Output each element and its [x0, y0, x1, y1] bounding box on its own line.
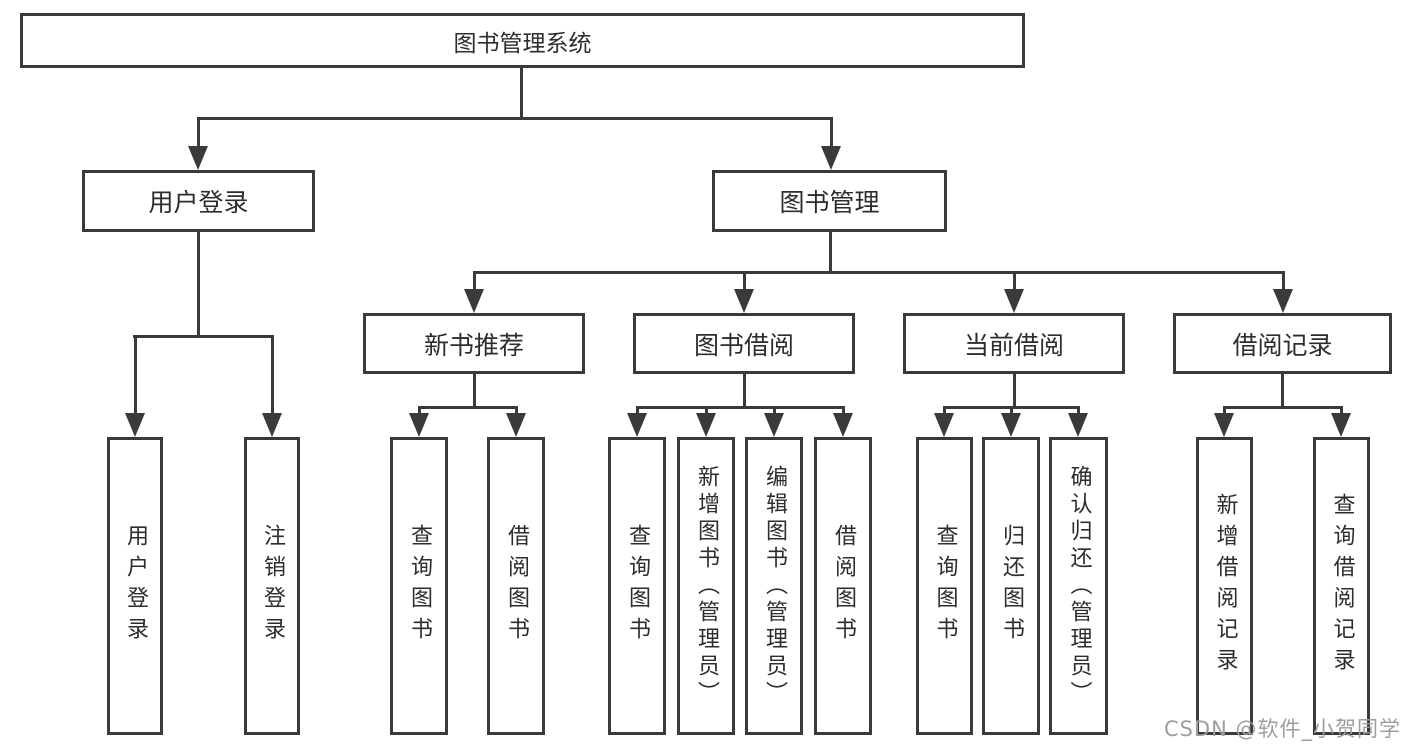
- leaf-query-borrow-record-label: 查询借阅记录: [1329, 493, 1355, 679]
- node-current-borrow-label: 当前借阅: [963, 330, 1064, 360]
- leaf-edit-book-admin-label: 编辑图书（管理员）: [762, 464, 787, 708]
- connector-drop-leaf-user-login: [134, 335, 137, 417]
- connector-drop-current-borrow: [1013, 271, 1016, 293]
- arrow-leaf-confirm-return-icon: [1068, 413, 1088, 437]
- connector-bar-current-children: [943, 406, 1080, 409]
- connector-stem-book-management: [829, 232, 832, 274]
- leaf-add-book-admin-label: 新增图书（管理员）: [694, 464, 719, 708]
- node-new-book-recommend: 新书推荐: [363, 313, 585, 374]
- arrow-leaf-query-current-icon: [934, 413, 954, 437]
- connector-stem-user-login: [197, 232, 200, 338]
- leaf-query-borrow-record: 查询借阅记录: [1313, 437, 1370, 735]
- arrow-leaf-borrow-recommend-icon: [506, 413, 526, 437]
- leaf-user-login-label: 用户登录: [123, 524, 148, 648]
- leaf-borrow-book-recommend: 借阅图书: [487, 437, 545, 735]
- connector-drop-leaf-query-current: [943, 406, 946, 418]
- arrow-leaf-query-recommend-icon: [409, 413, 429, 437]
- node-user-login-label: 用户登录: [148, 188, 249, 217]
- leaf-add-borrow-record-label: 新增借阅记录: [1212, 493, 1238, 679]
- connector-bar-recommend-children: [418, 406, 518, 409]
- leaf-query-book-borrow-label: 查询图书: [625, 524, 650, 648]
- leaf-borrow-book-label: 借阅图书: [831, 524, 856, 648]
- leaf-query-book-recommend-label: 查询图书: [407, 524, 432, 648]
- arrow-leaf-add-record-icon: [1214, 413, 1234, 437]
- node-borrow-records: 借阅记录: [1173, 313, 1392, 374]
- leaf-logout: 注销登录: [244, 437, 300, 735]
- connector-drop-leaf-query-record: [1340, 406, 1343, 418]
- watermark: CSDN @软件_小贺同学: [1163, 717, 1401, 741]
- connector-stem-book-borrow: [743, 374, 746, 408]
- connector-bar-borrow-children: [636, 406, 845, 409]
- connector-drop-leaf-add-record: [1223, 406, 1226, 418]
- arrow-leaf-query-borrow-icon: [627, 413, 647, 437]
- connector-bar-level2: [197, 117, 833, 120]
- node-book-management-label: 图书管理: [779, 188, 880, 217]
- connector-drop-leaf-add-book: [705, 406, 708, 418]
- node-book-borrow: 图书借阅: [633, 313, 855, 374]
- leaf-return-book-label: 归还图书: [999, 524, 1024, 648]
- leaf-confirm-return-admin-label: 确认归还（管理员）: [1066, 464, 1092, 708]
- node-user-login: 用户登录: [82, 170, 315, 232]
- arrow-user-login-icon: [188, 146, 208, 170]
- connector-bar-user-login-children: [133, 335, 274, 338]
- leaf-edit-book-admin: 编辑图书（管理员）: [745, 437, 803, 735]
- connector-stem-borrow-records: [1281, 374, 1284, 408]
- node-book-management: 图书管理: [712, 170, 947, 232]
- connector-stem-current-borrow: [1013, 374, 1016, 408]
- arrow-leaf-user-login-icon: [125, 413, 145, 437]
- arrow-borrow-records-icon: [1273, 289, 1293, 313]
- leaf-query-book-recommend: 查询图书: [390, 437, 448, 735]
- connector-drop-leaf-logout: [271, 335, 274, 417]
- node-borrow-records-label: 借阅记录: [1232, 330, 1333, 360]
- leaf-logout-label: 注销登录: [260, 524, 285, 648]
- connector-drop-borrow-records: [1282, 271, 1285, 293]
- arrow-leaf-return-book-icon: [1001, 413, 1021, 437]
- leaf-user-login: 用户登录: [107, 437, 163, 735]
- connector-drop-book-borrow: [743, 271, 746, 293]
- connector-drop-leaf-borrow-book: [842, 406, 845, 418]
- leaf-borrow-book-recommend-label: 借阅图书: [504, 524, 529, 648]
- node-new-book-recommend-label: 新书推荐: [423, 330, 524, 360]
- arrow-current-borrow-icon: [1004, 289, 1024, 313]
- connector-drop-leaf-query-recommend: [418, 406, 421, 418]
- arrow-book-management-icon: [821, 146, 841, 170]
- leaf-confirm-return-admin: 确认归还（管理员）: [1049, 437, 1108, 735]
- arrow-leaf-add-book-icon: [696, 413, 716, 437]
- leaf-query-book-borrow: 查询图书: [608, 437, 666, 735]
- connector-drop-leaf-borrow-recommend: [515, 406, 518, 418]
- arrow-leaf-query-record-icon: [1331, 413, 1351, 437]
- connector-stem-root: [520, 68, 523, 118]
- connector-stem-new-book-recommend: [473, 374, 476, 408]
- connector-drop-new-book-recommend: [473, 271, 476, 293]
- leaf-return-book: 归还图书: [982, 437, 1040, 735]
- connector-drop-leaf-query-borrow: [636, 406, 639, 418]
- node-library-system: 图书管理系统: [20, 13, 1025, 68]
- connector-bar-level3: [473, 271, 1285, 274]
- arrow-new-book-recommend-icon: [464, 289, 484, 313]
- connector-drop-user-login: [197, 117, 200, 149]
- node-book-borrow-label: 图书借阅: [693, 330, 794, 360]
- node-current-borrow: 当前借阅: [903, 313, 1125, 374]
- node-library-system-label: 图书管理系统: [453, 30, 592, 57]
- leaf-query-book-current-label: 查询图书: [932, 524, 958, 648]
- connector-drop-leaf-confirm-return: [1077, 406, 1080, 418]
- arrow-leaf-edit-book-icon: [764, 413, 784, 437]
- connector-drop-book-management: [830, 117, 833, 149]
- arrow-leaf-borrow-book-icon: [833, 413, 853, 437]
- leaf-add-book-admin: 新增图书（管理员）: [677, 437, 735, 735]
- leaf-add-borrow-record: 新增借阅记录: [1196, 437, 1253, 735]
- arrow-leaf-logout-icon: [262, 413, 282, 437]
- leaf-query-book-current: 查询图书: [916, 437, 973, 735]
- arrow-book-borrow-icon: [734, 289, 754, 313]
- connector-bar-records-children: [1223, 406, 1343, 409]
- connector-drop-leaf-edit-book: [773, 406, 776, 418]
- connector-drop-leaf-return-book: [1010, 406, 1013, 418]
- leaf-borrow-book: 借阅图书: [814, 437, 872, 735]
